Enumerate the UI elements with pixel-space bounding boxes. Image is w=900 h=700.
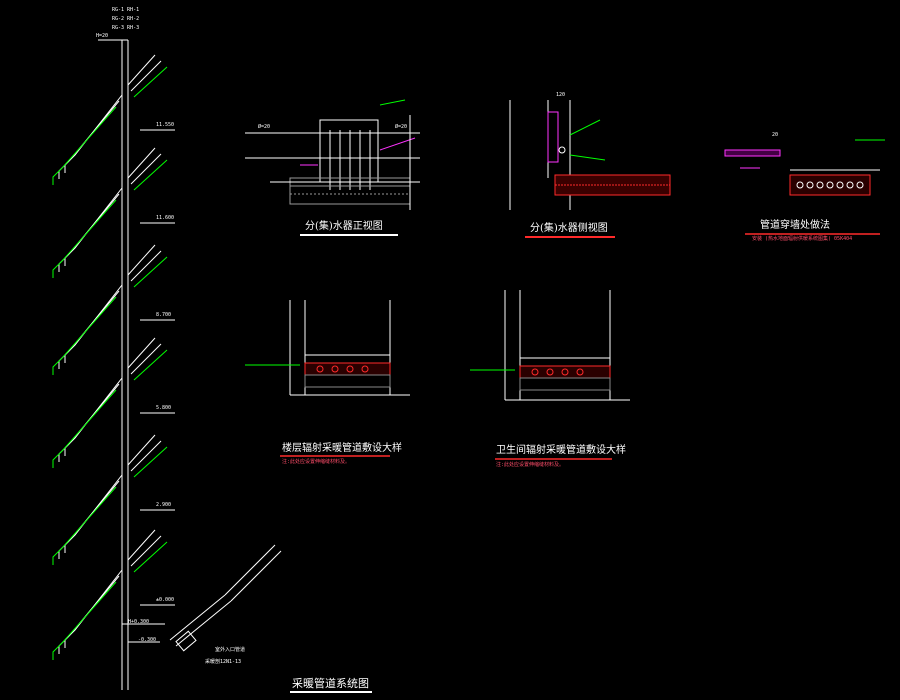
floor-elevation: 5.800 (156, 405, 172, 411)
riser-legend-item: RG-3 RH-3 (112, 25, 140, 31)
riser-legend-item: RG-1 RH-1 (112, 7, 140, 13)
floor-branch (52, 434, 175, 565)
side-dim-top: 120 (556, 92, 566, 98)
floor-detail-note: 注:此处应设置伸缩缝材料及。 (282, 459, 351, 465)
front-dim-left: Ø=20 (258, 124, 271, 130)
manifold-side-view (509, 100, 671, 238)
manifold-side-title: 分(集)水器侧视图 (530, 223, 608, 234)
floor-elevation: 2.900 (156, 502, 172, 508)
floor-elevation: 8.700 (156, 312, 172, 318)
entrance-note: 室外入口管道 (215, 647, 246, 653)
floor-heating-detail (245, 300, 410, 457)
floor-branch (52, 529, 175, 660)
floor-elevation: 11.600 (156, 215, 175, 221)
basement-mark-label: -0.300 (138, 637, 157, 643)
wall-pipe-title: 管道穿墙处做法 (760, 220, 830, 231)
floor-branch (52, 147, 175, 278)
top-elevation-label: H=20 (96, 33, 109, 39)
riser-legend-item: RG-2 RH-2 (112, 16, 140, 22)
floor-branch (52, 337, 175, 468)
front-dim-right: Ø=20 (395, 124, 408, 130)
system-title: 采暖管道系统图 (292, 677, 369, 690)
floor-detail-title: 楼层辐射采暖管道敷设大样 (282, 443, 402, 454)
heating-riser-system (98, 39, 282, 690)
floor-elevation: 11.550 (156, 122, 175, 128)
entrance-ref: 采暖剖12N1-13 (205, 659, 242, 665)
floor-branch (52, 244, 175, 375)
wall-pipe-note: 安装 (热水地面辐射供暖系统图集) 05K404 (752, 236, 853, 242)
floor-branches (52, 54, 175, 660)
bath-detail-note: 注:此处应设置伸缩缝材料及。 (496, 462, 565, 468)
wall-dim-top: 20 (772, 132, 779, 138)
bathroom-heating-detail (470, 290, 630, 460)
ground-mark-label: H+0.300 (128, 619, 150, 625)
floor-elevation: ±0.000 (156, 597, 175, 603)
wall-pipe-detail (724, 139, 885, 235)
bath-detail-title: 卫生间辐射采暖管道敷设大样 (496, 445, 626, 456)
manifold-front-view (245, 99, 420, 236)
manifold-front-title: 分(集)水器正视图 (305, 221, 383, 232)
floor-branch (52, 54, 175, 185)
